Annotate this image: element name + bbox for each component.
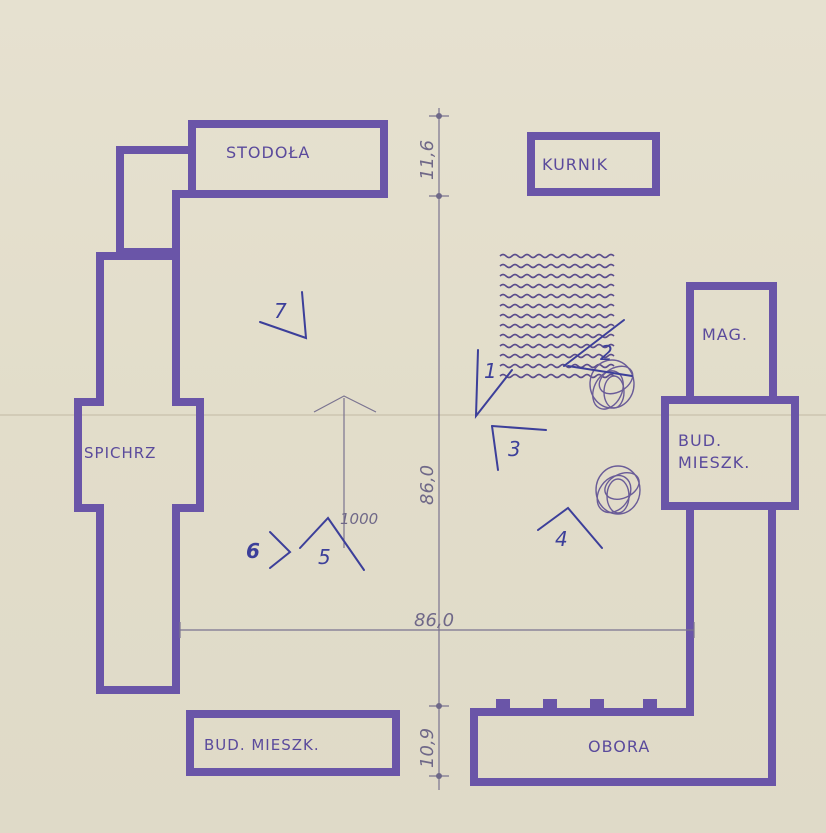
viewpoint-1: 1: [474, 349, 513, 420]
north-arrow: 1000: [313, 395, 378, 548]
dimension-lines: [179, 108, 695, 790]
label-kurnik: KURNIK: [542, 155, 608, 174]
garden-hatch-line: [499, 263, 615, 269]
building-kurnik: KURNIK: [527, 132, 660, 196]
viewpoint-6-label: 6: [246, 539, 260, 563]
garden-hatch-line: [499, 323, 615, 329]
building-bud-mieszk-right: BUD. MIESZK.: [661, 396, 799, 510]
building-mag: MAG.: [686, 282, 777, 404]
label-obora: OBORA: [588, 737, 650, 756]
garden-hatch-line: [499, 373, 615, 379]
garden-hatch-line: [499, 363, 615, 369]
viewpoint-3-label: 3: [508, 437, 521, 461]
label-mag: MAG.: [702, 325, 748, 344]
viewpoint-6: 6: [246, 531, 292, 569]
garden-hatch-line: [499, 283, 615, 289]
building-obora: OBORA: [470, 502, 776, 786]
garden-hatch-line: [499, 273, 615, 279]
viewpoint-7: 7: [259, 291, 308, 340]
dim-horizontal-main: 86,0: [414, 610, 454, 631]
building-bud-mieszk-bottom: BUD. MIESZK.: [186, 710, 400, 776]
label-bud-right-1: BUD.: [678, 431, 722, 450]
north-reference-label: 1000: [340, 510, 378, 528]
building-stodola: STODOŁA: [116, 120, 388, 256]
garden-hatch-line: [499, 343, 615, 349]
label-spichrz: SPICHRZ: [84, 444, 156, 462]
building-spichrz: SPICHRZ: [74, 252, 204, 694]
dim-top-gap: 11,6: [417, 140, 438, 180]
garden-hatch: [499, 253, 615, 379]
viewpoint-2-label: 2: [600, 341, 613, 365]
viewpoint-5-label: 5: [318, 545, 331, 569]
dim-bottom-gap: 10,9: [417, 728, 438, 768]
viewpoint-1-label: 1: [484, 359, 497, 383]
tree-upper: [589, 359, 635, 410]
garden-hatch-line: [499, 293, 615, 299]
garden-hatch-line: [499, 353, 615, 359]
viewpoint-2: 2: [563, 319, 633, 377]
label-stodola: STODOŁA: [226, 143, 310, 162]
dim-vertical-main: 86,0: [417, 465, 438, 505]
viewpoint-3: 3: [491, 425, 547, 471]
garden-hatch-line: [499, 303, 615, 309]
viewpoint-4-label: 4: [555, 527, 568, 551]
garden-hatch-line: [499, 313, 615, 319]
tree-lower: [595, 465, 641, 515]
viewpoint-4: 4: [537, 506, 603, 551]
garden-hatch-line: [499, 333, 615, 339]
label-bud-right-2: MIESZK.: [678, 453, 750, 472]
viewpoint-7-label: 7: [274, 299, 287, 323]
garden-hatch-line: [499, 253, 615, 259]
viewpoint-5: 5: [299, 516, 365, 571]
label-bud-bottom: BUD. MIESZK.: [204, 736, 320, 754]
paper-fold: [0, 414, 826, 416]
